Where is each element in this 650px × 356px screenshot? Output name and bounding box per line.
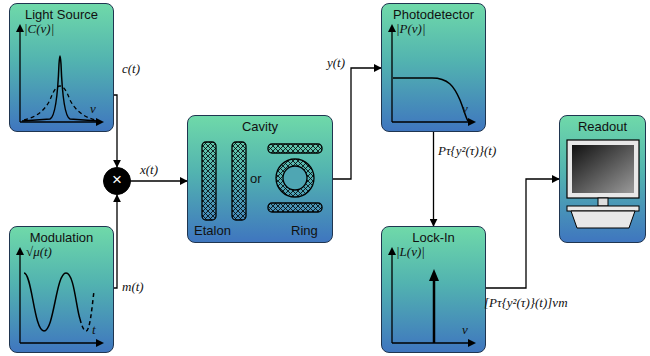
box-label: Etalon (194, 224, 231, 238)
signal-label: c(t) (122, 62, 140, 76)
axis-label: |C(ν)| (24, 22, 54, 36)
signal-label: y(t) (327, 56, 345, 70)
box-label: Photodetector (382, 8, 485, 22)
box-label: Cavity (188, 120, 332, 134)
box-label: Ring (291, 224, 318, 238)
axis-label: ν (90, 102, 96, 116)
signal-arrow (131, 180, 187, 181)
signal-label: x(t) (140, 163, 158, 177)
axis-label: ν (462, 323, 468, 337)
box-label: or (250, 172, 262, 186)
monitor-icon (560, 116, 646, 244)
box-label: Modulation (10, 231, 113, 245)
box-label: × (104, 171, 130, 190)
signal-arrow (114, 195, 117, 288)
cavity-box: CavityEtalon orRing (187, 115, 333, 243)
axis-label: |P(ν)| (396, 22, 426, 36)
multiplier-circle: × (103, 167, 131, 195)
box-label: Light Source (10, 8, 113, 22)
photodetector-box: Photodetector|P(ν)| ν (381, 3, 486, 132)
modulation-box: Modulation√μ(t) t (9, 226, 114, 353)
signal-arrow (433, 132, 434, 226)
readout-box: Readout (559, 115, 646, 243)
axis-label: t (92, 323, 96, 337)
box-label: Lock-In (382, 231, 485, 245)
source-box: Light Source|C(ν)| ν (9, 3, 114, 132)
lockin-box: Lock-In|L(ν)| ν (381, 226, 486, 353)
signal-arrow (486, 179, 559, 288)
axis-label: |L(ν)| (396, 245, 425, 259)
signal-label: Pτ{y²(τ)}(t) (438, 144, 496, 158)
signal-label: [Pτ{y²(τ)}(t)]νm (484, 296, 568, 310)
axis-label: ν (462, 102, 468, 116)
signal-arrow (333, 68, 381, 179)
axis-label: √μ(t) (26, 245, 52, 259)
signal-arrow (114, 95, 117, 167)
signal-label: m(t) (122, 280, 144, 294)
box-label: Readout (560, 120, 645, 134)
